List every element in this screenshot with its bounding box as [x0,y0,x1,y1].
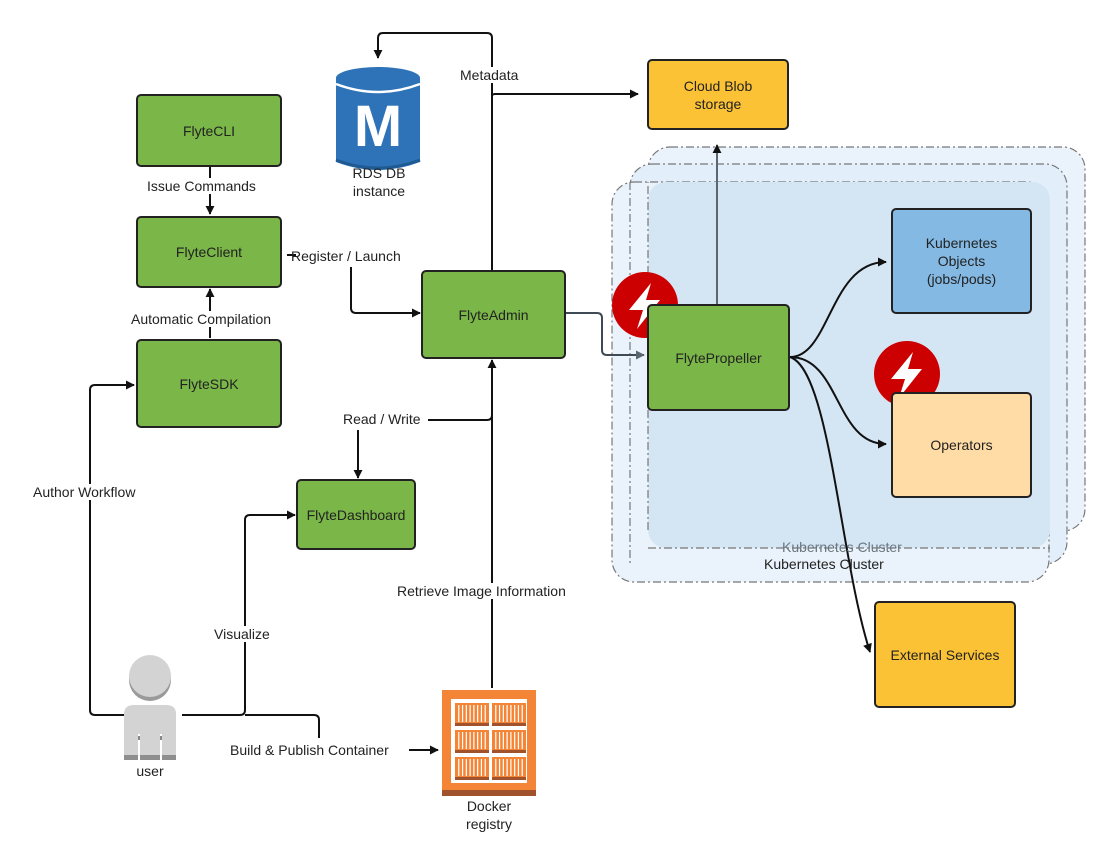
docker-container-crate [455,730,489,753]
label-read-write: Read / Write [342,411,422,427]
docker-registry-icon [442,690,536,796]
edge-propeller-k8s [789,257,887,358]
label-visualize: Visualize [213,626,271,642]
rds-db-icon [335,67,421,170]
edge-register-launch [287,254,420,313]
edge-metadata-rds [373,32,493,270]
flyteclient-node: FlyteClient [136,216,282,288]
flytecli-node: FlyteCLI [136,94,282,167]
docker-container-crate [492,730,526,753]
label-author-workflow: Author Workflow [32,484,137,500]
docker-registry-caption: Docker registry [466,798,512,832]
external-services-node: External Services [874,601,1016,708]
label-register-launch: Register / Launch [291,248,401,264]
lightning-badge-operators-icon [874,341,940,407]
edge-propeller-operators [789,356,887,449]
edge-admin-propeller [563,312,645,360]
edge-metadata-blob [491,89,639,99]
edge-build-publish-1 [245,714,320,738]
rds-m-glyph: M [353,94,403,159]
edge-author-workflow [89,380,135,716]
cloud-blob-storage-node: Cloud Blob storage [647,59,789,130]
docker-container-crate [455,757,489,780]
rds-db-caption: RDS DB instance [352,165,406,199]
label-metadata: Metadata [459,67,520,83]
edge-read-write [428,414,493,421]
kubernetes-cluster-label-front: Kubernetes Cluster [764,556,884,572]
label-automatic-compilation: Automatic Compilation [130,311,273,327]
label-issue-commands: Issue Commands [146,178,257,194]
kubernetes-cluster-label-back: Kubernetes Cluster [782,539,902,555]
flytesdk-node: FlyteSDK [136,339,282,428]
flytedashboard-node: FlyteDashboard [296,479,416,550]
docker-container-crate [492,703,526,726]
flytepropeller-node: FlytePropeller [647,304,790,411]
user-icon [124,655,176,760]
edge-visualize [182,510,296,716]
operators-node: Operators [891,392,1032,498]
docker-container-crate [492,757,526,780]
user-caption: user [136,763,164,779]
edge-propeller-external [789,356,872,653]
docker-container-crate [455,703,489,726]
flyteadmin-node: FlyteAdmin [421,270,566,359]
edges [89,32,887,755]
kubernetes-objects-node: Kubernetes Objects (jobs/pods) [891,208,1032,314]
label-retrieve-image: Retrieve Image Information [396,583,567,599]
label-build-publish: Build & Publish Container [230,742,389,758]
